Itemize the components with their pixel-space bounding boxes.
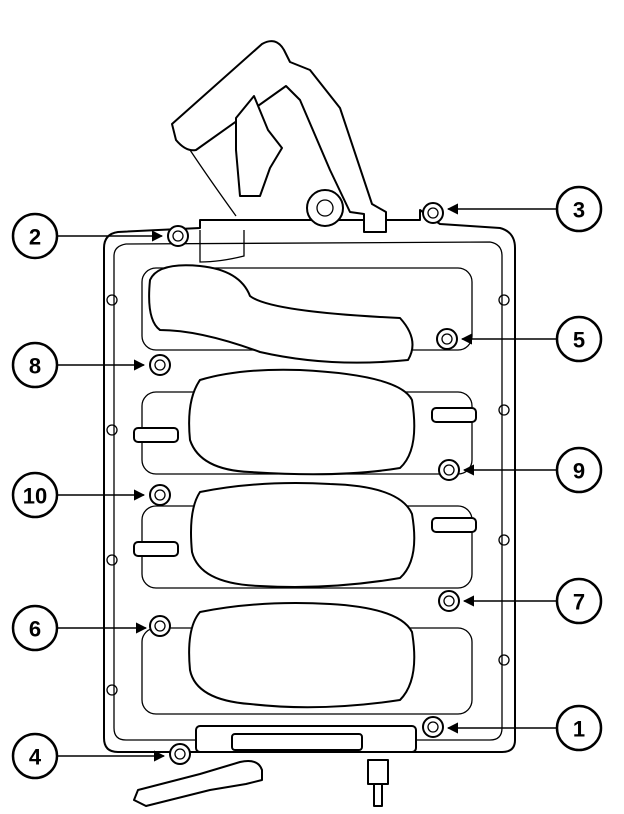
callout-8: 8 — [11, 341, 59, 389]
leader-lines — [58, 203, 558, 762]
throttle-bracket — [171, 40, 387, 233]
bolt-bosses — [149, 202, 460, 765]
callout-7: 7 — [555, 577, 603, 625]
callout-9-label: 9 — [573, 459, 585, 484]
callout-6: 6 — [11, 604, 59, 652]
callout-9: 9 — [555, 446, 603, 494]
callout-2-label: 2 — [29, 225, 41, 250]
callout-1: 1 — [555, 704, 603, 752]
injector-connectors — [133, 407, 477, 557]
callout-7-label: 7 — [573, 590, 585, 615]
callout-3: 3 — [555, 185, 603, 233]
bottom-assembly — [133, 725, 417, 807]
callout-5-label: 5 — [573, 328, 585, 353]
intake-runners — [148, 230, 416, 709]
callout-4: 4 — [11, 732, 59, 780]
callout-10: 10 — [11, 471, 59, 519]
callout-1-label: 1 — [573, 717, 585, 742]
gasket-plate — [103, 209, 516, 753]
callout-4-label: 4 — [29, 745, 42, 770]
callout-8-label: 8 — [29, 354, 41, 379]
callout-5: 5 — [555, 315, 603, 363]
callout-10-label: 10 — [23, 484, 47, 509]
callout-2: 2 — [11, 212, 59, 260]
callout-6-label: 6 — [29, 617, 41, 642]
callout-3-label: 3 — [573, 198, 585, 223]
